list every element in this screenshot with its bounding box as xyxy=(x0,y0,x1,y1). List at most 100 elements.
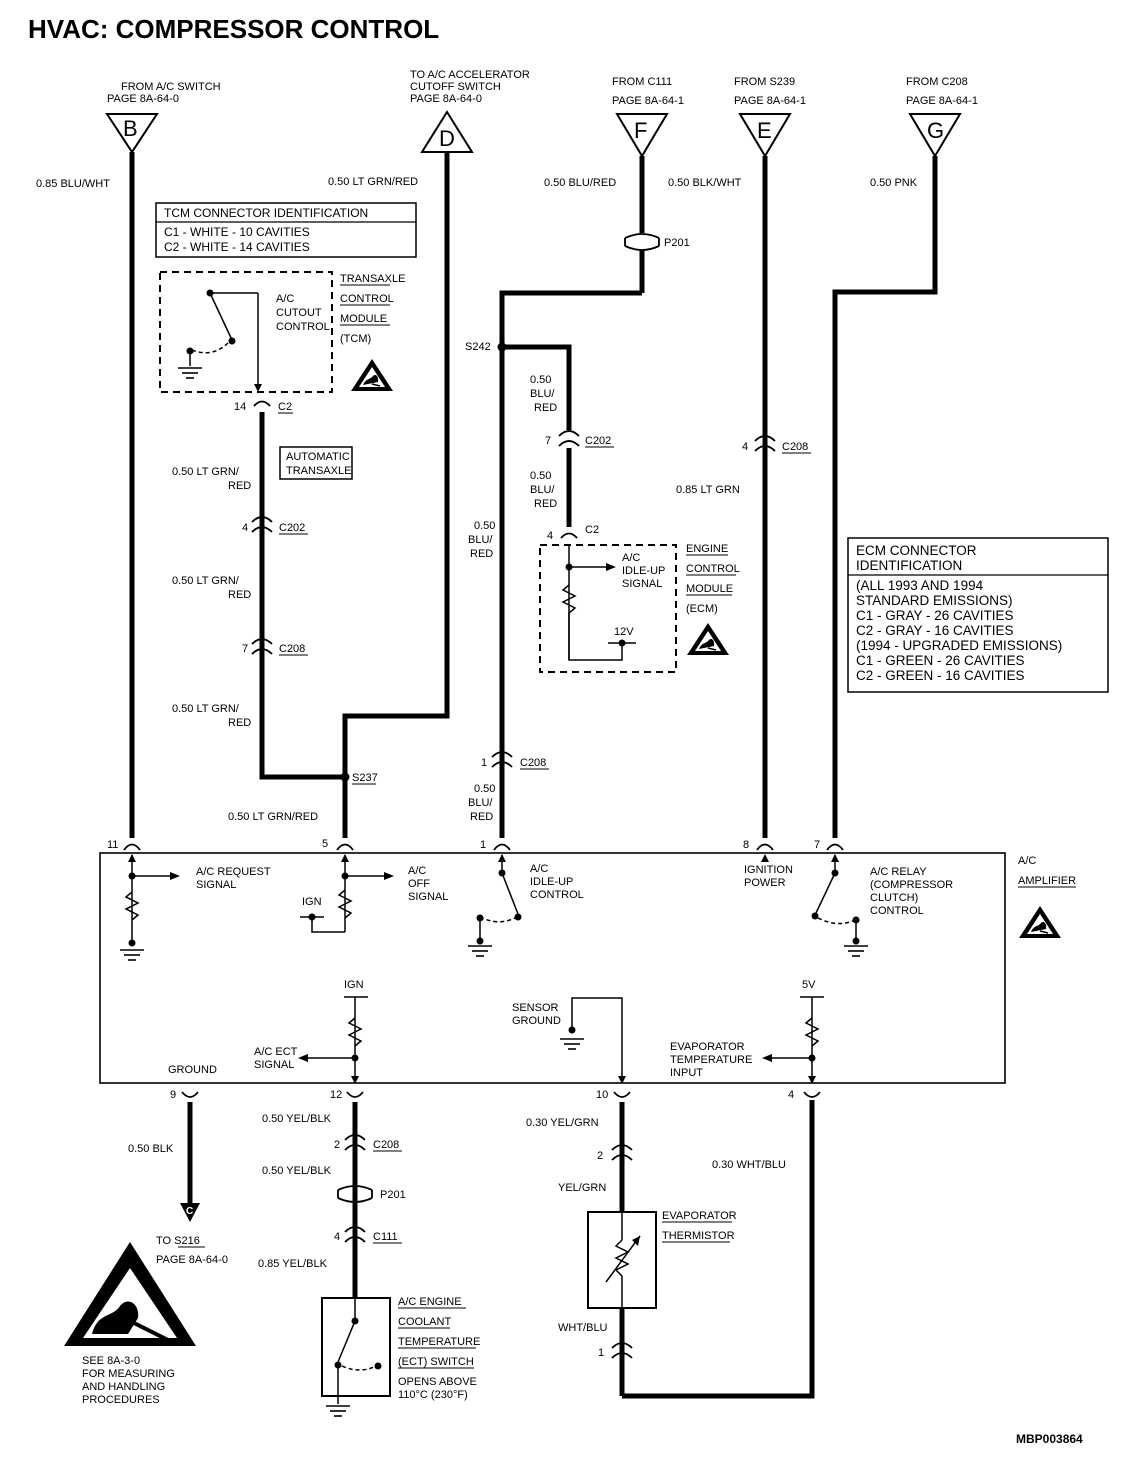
svg-text:AUTOMATIC: AUTOMATIC xyxy=(286,451,350,463)
connector-c111: 4 C111 xyxy=(334,1226,402,1244)
ac-amplifier: A/C AMPLIFIER xyxy=(99,852,1076,1084)
p201-connector-top: P201 xyxy=(624,233,690,251)
svg-text:PAGE 8A-64-1: PAGE 8A-64-1 xyxy=(906,95,978,107)
svg-text:(COMPRESSOR: (COMPRESSOR xyxy=(870,879,953,891)
ect-switch: A/C ENGINE COOLANT TEMPERATURE (ECT) SWI… xyxy=(321,1296,480,1417)
svg-text:POWER: POWER xyxy=(744,877,786,889)
svg-text:C202: C202 xyxy=(585,435,611,447)
terminal-e: E FROM S239 PAGE 8A-64-1 xyxy=(734,76,806,158)
wire-label: 0.30 WHT/BLU xyxy=(712,1159,786,1171)
ignition-power: IGNITION POWER xyxy=(744,854,793,889)
svg-text:PAGE 8A-64-1: PAGE 8A-64-1 xyxy=(612,95,684,107)
wire-label: RED xyxy=(470,548,493,560)
terminal-g: G FROM C208 PAGE 8A-64-1 xyxy=(906,76,978,158)
svg-text:GROUND: GROUND xyxy=(512,1015,561,1027)
wire-label: BLU/ xyxy=(468,797,493,809)
svg-text:14: 14 xyxy=(234,401,246,413)
svg-text:ENGINE: ENGINE xyxy=(686,543,728,555)
connector-thermistor-bottom: 1 xyxy=(598,1342,633,1359)
wire-f xyxy=(497,156,645,838)
sensor-ground-circuit: SENSOR GROUND xyxy=(512,997,626,1084)
wire-label: 0.50 xyxy=(530,470,551,482)
ac-off-circuit: IGN A/C OFF SIGNAL xyxy=(300,854,448,933)
svg-text:4: 4 xyxy=(334,1231,340,1243)
svg-text:D: D xyxy=(439,126,455,151)
svg-text:CONTROL: CONTROL xyxy=(870,905,924,917)
wire-label: BLU/ xyxy=(468,534,493,546)
wire-label: 0.50 BLK xyxy=(128,1143,174,1155)
svg-text:C1 - GRAY - 26 CAVITIES: C1 - GRAY - 26 CAVITIES xyxy=(856,608,1014,623)
svg-text:C2 - GRAY - 16 CAVITIES: C2 - GRAY - 16 CAVITIES xyxy=(856,623,1014,638)
svg-text:TO A/C ACCELERATOR: TO A/C ACCELERATOR xyxy=(410,69,530,81)
svg-text:P201: P201 xyxy=(664,237,690,249)
svg-text:C208: C208 xyxy=(279,643,305,655)
svg-text:IGNITION: IGNITION xyxy=(744,864,793,876)
terminal-c-l1: TO S216 xyxy=(156,1235,200,1247)
ac-relay-circuit: A/C RELAY (COMPRESSOR CLUTCH) CONTROL xyxy=(811,854,953,957)
svg-text:SIGNAL: SIGNAL xyxy=(622,578,662,590)
wire-label: 0.50 PNK xyxy=(870,177,918,189)
svg-text:OFF: OFF xyxy=(408,878,430,890)
svg-text:B: B xyxy=(123,116,138,141)
wire-label: RED xyxy=(534,498,557,510)
svg-text:TRANSAXLE: TRANSAXLE xyxy=(340,273,405,285)
svg-text:THERMISTOR: THERMISTOR xyxy=(662,1230,735,1242)
svg-text:4: 4 xyxy=(547,530,553,542)
svg-text:AMPLIFIER: AMPLIFIER xyxy=(1018,875,1076,887)
svg-text:(1994 - UPGRADED EMISSIONS): (1994 - UPGRADED EMISSIONS) xyxy=(856,638,1062,653)
svg-text:IDLE-UP: IDLE-UP xyxy=(622,565,665,577)
svg-text:MODULE: MODULE xyxy=(686,583,733,595)
svg-text:CONTROL: CONTROL xyxy=(276,321,330,333)
svg-text:4: 4 xyxy=(742,441,748,453)
svg-text:MODULE: MODULE xyxy=(340,313,387,325)
wire-label: BLU/ xyxy=(530,388,555,400)
svg-text:TCM CONNECTOR IDENTIFICATION: TCM CONNECTOR IDENTIFICATION xyxy=(164,206,368,220)
svg-text:FROM C208: FROM C208 xyxy=(906,76,968,88)
wire-label: 0.85 LT GRN xyxy=(676,484,740,496)
svg-text:OPENS ABOVE: OPENS ABOVE xyxy=(398,1376,477,1388)
wire-label: 0.50 BLK/WHT xyxy=(668,177,742,189)
ac-idle-up-circuit: A/C IDLE-UP CONTROL xyxy=(467,854,584,957)
svg-text:CONTROL: CONTROL xyxy=(530,889,584,901)
svg-text:TRANSAXLE: TRANSAXLE xyxy=(286,465,351,477)
svg-text:IGN: IGN xyxy=(302,896,322,908)
wire-label: 0.50 YEL/BLK xyxy=(262,1165,332,1177)
svg-text:(TCM): (TCM) xyxy=(340,333,371,345)
svg-text:4: 4 xyxy=(242,522,248,534)
wire-d xyxy=(342,152,450,838)
svg-text:SENSOR: SENSOR xyxy=(512,1002,559,1014)
svg-text:FROM S239: FROM S239 xyxy=(734,76,795,88)
svg-text:G: G xyxy=(927,118,944,143)
svg-text:CUTOFF SWITCH: CUTOFF SWITCH xyxy=(410,81,501,93)
connector-c208-mid: 1 C208 xyxy=(481,751,549,770)
svg-text:1: 1 xyxy=(480,839,486,851)
svg-text:(ECM): (ECM) xyxy=(686,603,718,615)
terminal-d: D TO A/C ACCELERATOR CUTOFF SWITCH PAGE … xyxy=(410,69,530,153)
svg-text:PROCEDURES: PROCEDURES xyxy=(82,1394,160,1406)
connector-thermistor-top: 2 xyxy=(597,1144,633,1162)
wire-label: 0.50 BLU/RED xyxy=(544,177,616,189)
ac-ect-circuit: IGN A/C ECT SIGNAL xyxy=(254,979,368,1084)
svg-text:IDLE-UP: IDLE-UP xyxy=(530,876,573,888)
svg-text:C2: C2 xyxy=(278,401,292,413)
connector-c208-e: 4 C208 xyxy=(742,435,811,454)
wire-label: 0.30 YEL/GRN xyxy=(526,1117,599,1129)
diagram-code: MBP003864 xyxy=(1016,1432,1083,1446)
svg-text:A/C: A/C xyxy=(276,293,294,305)
svg-text:TEMPERATURE: TEMPERATURE xyxy=(670,1054,752,1066)
svg-text:CONTROL: CONTROL xyxy=(340,293,394,305)
svg-text:SIGNAL: SIGNAL xyxy=(254,1059,294,1071)
svg-text:11: 11 xyxy=(107,839,118,851)
svg-text:A/C: A/C xyxy=(622,552,640,564)
svg-text:5V: 5V xyxy=(802,979,816,991)
svg-text:7: 7 xyxy=(242,643,248,655)
connector-c202-right: 7 C202 xyxy=(545,430,614,448)
svg-text:7: 7 xyxy=(814,839,820,851)
esd-warning: SEE 8A-3-0 FOR MEASURING AND HANDLING PR… xyxy=(64,1242,196,1406)
terminal-b: B FROM A/C SWITCH PAGE 8A-64-0 xyxy=(105,81,221,154)
svg-text:(ECT) SWITCH: (ECT) SWITCH xyxy=(398,1356,474,1368)
svg-text:FOR MEASURING: FOR MEASURING xyxy=(82,1368,175,1380)
ground-label: GROUND xyxy=(168,1064,217,1076)
svg-text:A/C: A/C xyxy=(408,865,426,877)
